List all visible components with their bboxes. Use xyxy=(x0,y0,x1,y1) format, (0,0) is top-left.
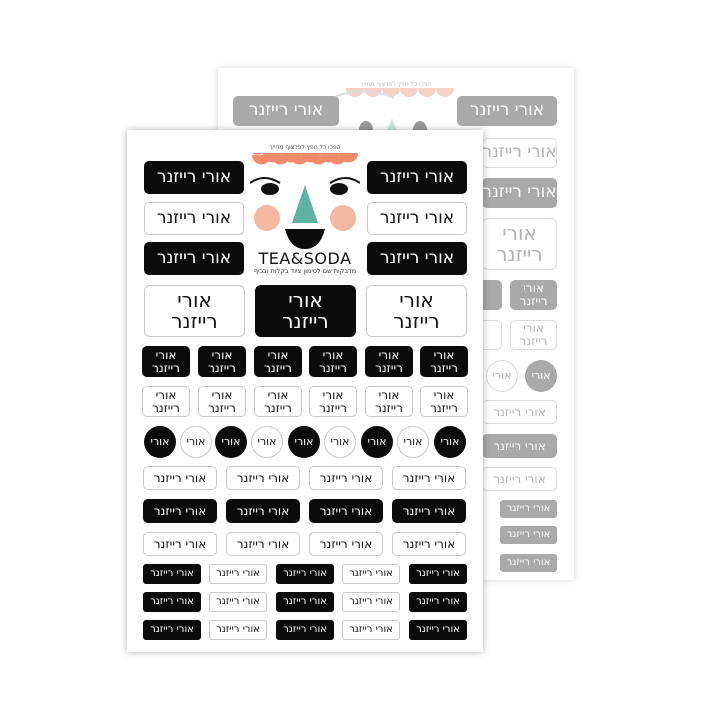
name-sticker-circle: אורי xyxy=(397,426,429,458)
name-sticker-mini: אורי רייזנר xyxy=(276,620,334,640)
name-sticker-mini: אורי רייזנר xyxy=(276,592,334,612)
name-sticker-mini: אורי רייזנר xyxy=(276,564,334,584)
name-sticker-medium: אורי רייזנר xyxy=(392,499,466,523)
smiling-face-icon xyxy=(250,153,360,249)
name-sticker-mini: אורי רייזנר xyxy=(209,564,267,584)
name-sticker-medium: אורי רייזנר xyxy=(392,466,466,490)
name-sticker-medium: אורי רייזנר xyxy=(143,466,217,490)
name-sticker-large: אורי רייזנר xyxy=(367,161,467,194)
back-sticker xyxy=(482,280,502,310)
name-sticker-medium: אורי רייזנר xyxy=(143,532,217,556)
name-sticker-large: אורי רייזנר xyxy=(144,242,244,275)
name-sticker-mini: אורי רייזנר xyxy=(209,620,267,640)
name-sticker-circle: אורי xyxy=(215,426,247,458)
back-sticker: אורי רייזנר xyxy=(500,500,557,518)
brand-tagline: מדבקות שם לסימון ציוד בקלות ובכיף xyxy=(253,267,357,275)
name-sticker-circle: אורי xyxy=(324,426,356,458)
back-sticker: אורי רייזנר xyxy=(482,400,557,424)
sheet-top-note: הפכו כל חפץ לפרצוף מחייך xyxy=(269,144,341,151)
name-sticker-medium: אורי רייזנר xyxy=(309,532,383,556)
name-sticker-circle: אורי xyxy=(251,426,283,458)
name-sticker-mini: אורי רייזנר xyxy=(342,592,400,612)
name-sticker-circle: אורי xyxy=(361,426,393,458)
name-sticker-medium: אורי רייזנר xyxy=(309,499,383,523)
back-sticker: אורי רייזנר xyxy=(233,96,339,126)
back-sticker: אורי רייזנר xyxy=(500,554,557,572)
front-sticker-sheet: הפכו כל חפץ לפרצוף מחייך TEA&SODA מדבקות… xyxy=(127,130,483,652)
sheet-top-note: הפכו כל חפץ לפרצוף מחייך xyxy=(360,81,432,88)
name-sticker-mini: אורי רייזנר xyxy=(409,564,467,584)
name-sticker-mini: אורי רייזנר xyxy=(342,620,400,640)
name-sticker-mini: אורי רייזנר xyxy=(409,592,467,612)
name-sticker-medium: אורי רייזנר xyxy=(226,532,300,556)
back-sticker: אורי רייזנר xyxy=(482,138,557,168)
name-sticker-medium: אורי רייזנר xyxy=(143,499,217,523)
back-sticker: אורי xyxy=(525,360,557,392)
back-sticker: אורי רייזנר xyxy=(482,434,557,458)
name-sticker-medium: אורי רייזנר xyxy=(309,466,383,490)
name-sticker-mini: אורי רייזנר xyxy=(409,620,467,640)
back-sticker: אורי xyxy=(486,360,518,392)
name-sticker-large: אורי רייזנר xyxy=(144,161,244,194)
name-sticker-mini: אורי רייזנר xyxy=(143,592,201,612)
back-sticker xyxy=(482,320,502,350)
back-sticker: אורי רייזנר xyxy=(482,178,557,208)
back-sticker: אורי רייזנר xyxy=(457,96,557,126)
name-sticker-large: אורי רייזנר xyxy=(367,242,467,275)
back-sticker: אורי רייזנר xyxy=(482,467,557,491)
name-sticker-large: אורי רייזנר xyxy=(367,202,467,235)
name-sticker-circle: אורי xyxy=(180,426,212,458)
name-sticker-medium: אורי רייזנר xyxy=(226,499,300,523)
name-sticker-circle: אורי xyxy=(434,426,466,458)
name-sticker-medium: אורי רייזנר xyxy=(226,466,300,490)
name-sticker-medium: אורי רייזנר xyxy=(392,532,466,556)
name-sticker-large: אורי רייזנר xyxy=(144,202,244,235)
name-sticker-mini: אורי רייזנר xyxy=(143,620,201,640)
name-sticker-mini: אורי רייזנר xyxy=(209,592,267,612)
back-sticker: אורי רייזנר xyxy=(500,526,557,544)
name-sticker-mini: אורי רייזנר xyxy=(143,564,201,584)
name-sticker-mini: אורי רייזנר xyxy=(342,564,400,584)
name-sticker-circle: אורי xyxy=(144,426,176,458)
name-sticker-circle: אורי xyxy=(288,426,320,458)
brand-logo: TEA&SODA xyxy=(258,249,352,268)
